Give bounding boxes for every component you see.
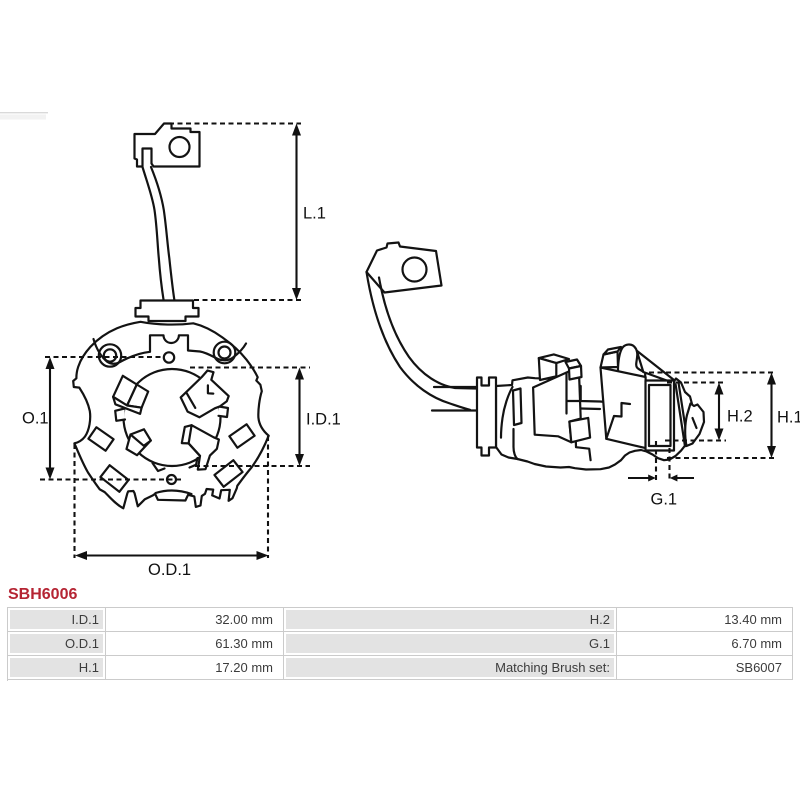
svg-text:O.D.1: O.D.1 [148, 561, 191, 579]
svg-text:I.D.1: I.D.1 [306, 411, 341, 429]
svg-text:H.2: H.2 [727, 408, 753, 426]
svg-text:G.1: G.1 [651, 491, 678, 509]
svg-text:H.1: H.1 [777, 409, 800, 427]
svg-text:L.1: L.1 [303, 205, 326, 223]
svg-text:O.1: O.1 [22, 410, 49, 428]
